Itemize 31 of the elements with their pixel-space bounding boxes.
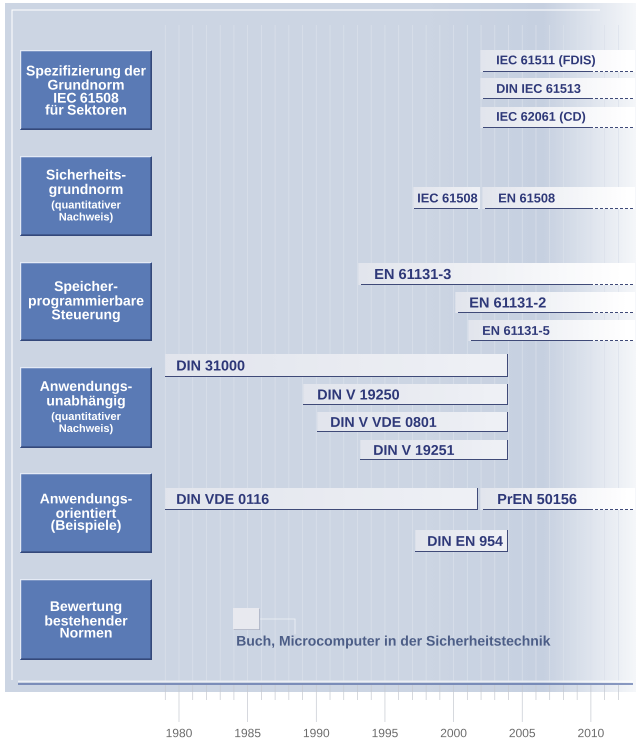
timeline-bar: EN 61131-5 — [470, 326, 634, 341]
timeline-bar: IEC 61508 — [414, 193, 478, 209]
timeline-bar: IEC 61511 (FDIS) — [482, 55, 634, 72]
timeline-bar: PrEN 50156 — [482, 494, 634, 510]
year-label: 2000 — [440, 728, 466, 738]
timeline-bar: IEC 62061 (CD) — [482, 112, 634, 128]
timeline-bar: EN 61131-3 — [360, 268, 634, 285]
category-box: Sicherheits- grundnorm (quantitativer Nachweis) — [20, 156, 152, 236]
year-label: 1985 — [235, 728, 260, 738]
timeline-bar: DIN V VDE 0801 — [316, 412, 508, 432]
timeline-bar: EN 61131-2 — [458, 297, 634, 313]
category-box: Speicher- programmierbare Steuerung — [20, 262, 152, 341]
category-box: Anwendungs- unabhängig (quantitativer Nachweis) — [20, 367, 152, 448]
timeline-bar: DIN VDE 0116 — [164, 488, 478, 510]
timeline-bar: EN 61508 — [484, 193, 634, 209]
timeline-bar: DIN IEC 61513 — [482, 84, 634, 99]
year-label: 1980 — [166, 728, 192, 738]
leader-line — [260, 618, 296, 635]
category-box: Spezifizierung der Grundnorm IEC 61508 für Sektoren — [20, 50, 152, 130]
timeline-bar — [233, 608, 260, 630]
timeline-bar: DIN V 19251 — [360, 440, 508, 460]
category-box: Bewertung bestehender Normen — [20, 579, 152, 660]
category-box: Anwendungs- orientiert (Beispiele) — [20, 473, 152, 553]
year-label: 1990 — [304, 728, 330, 738]
timeline-bar: DIN 31000 — [164, 354, 508, 377]
year-label: 1995 — [372, 728, 398, 738]
year-label: 2005 — [510, 728, 536, 738]
timeline-bar: DIN V 19250 — [302, 384, 508, 405]
timeline-bar: DIN EN 954 — [414, 530, 508, 552]
year-label: 2010 — [578, 728, 604, 738]
reference-note: Buch, Microcomputer in der Sicherheitstechnik — [237, 635, 550, 649]
